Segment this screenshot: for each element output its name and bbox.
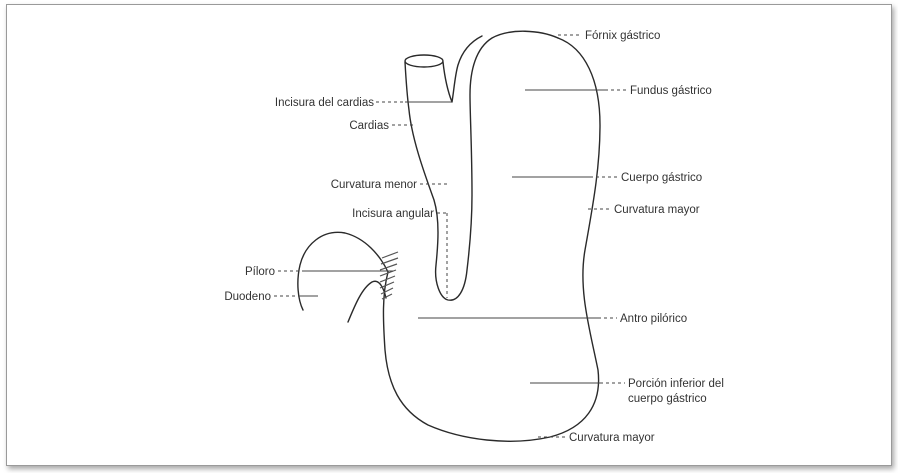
label-curvatura-mayor-upper: Curvatura mayor [614,204,700,216]
label-duodeno: Duodeno [224,291,271,303]
label-cardias: Cardias [349,120,389,132]
leader-lines [274,35,628,437]
labels: Fórnix gástrico Fundus gástrico Incisura… [224,30,724,444]
label-porcion-inferior-line1: Porción inferior del [628,378,724,390]
greater-curvature-line [383,38,600,441]
pyloric-sphincter-hatch [380,252,398,299]
label-incisura-cardias: Incisura del cardias [275,97,374,109]
label-incisura-angular: Incisura angular [352,208,434,220]
label-fornix: Fórnix gástrico [585,30,660,42]
cardiac-notch-line [443,36,482,102]
label-curvatura-mayor-lower: Curvatura mayor [569,432,655,444]
label-porcion-inferior-line2: cuerpo gástrico [628,393,707,405]
label-antro: Antro pilórico [620,313,687,325]
label-cuerpo: Cuerpo gástrico [621,172,702,184]
stomach-outline [298,31,600,441]
lesser-curvature-line [405,31,558,300]
label-curvatura-menor: Curvatura menor [331,179,417,191]
label-piloro: Píloro [245,266,275,278]
label-fundus: Fundus gástrico [630,85,712,97]
esophagus-opening [405,55,443,67]
